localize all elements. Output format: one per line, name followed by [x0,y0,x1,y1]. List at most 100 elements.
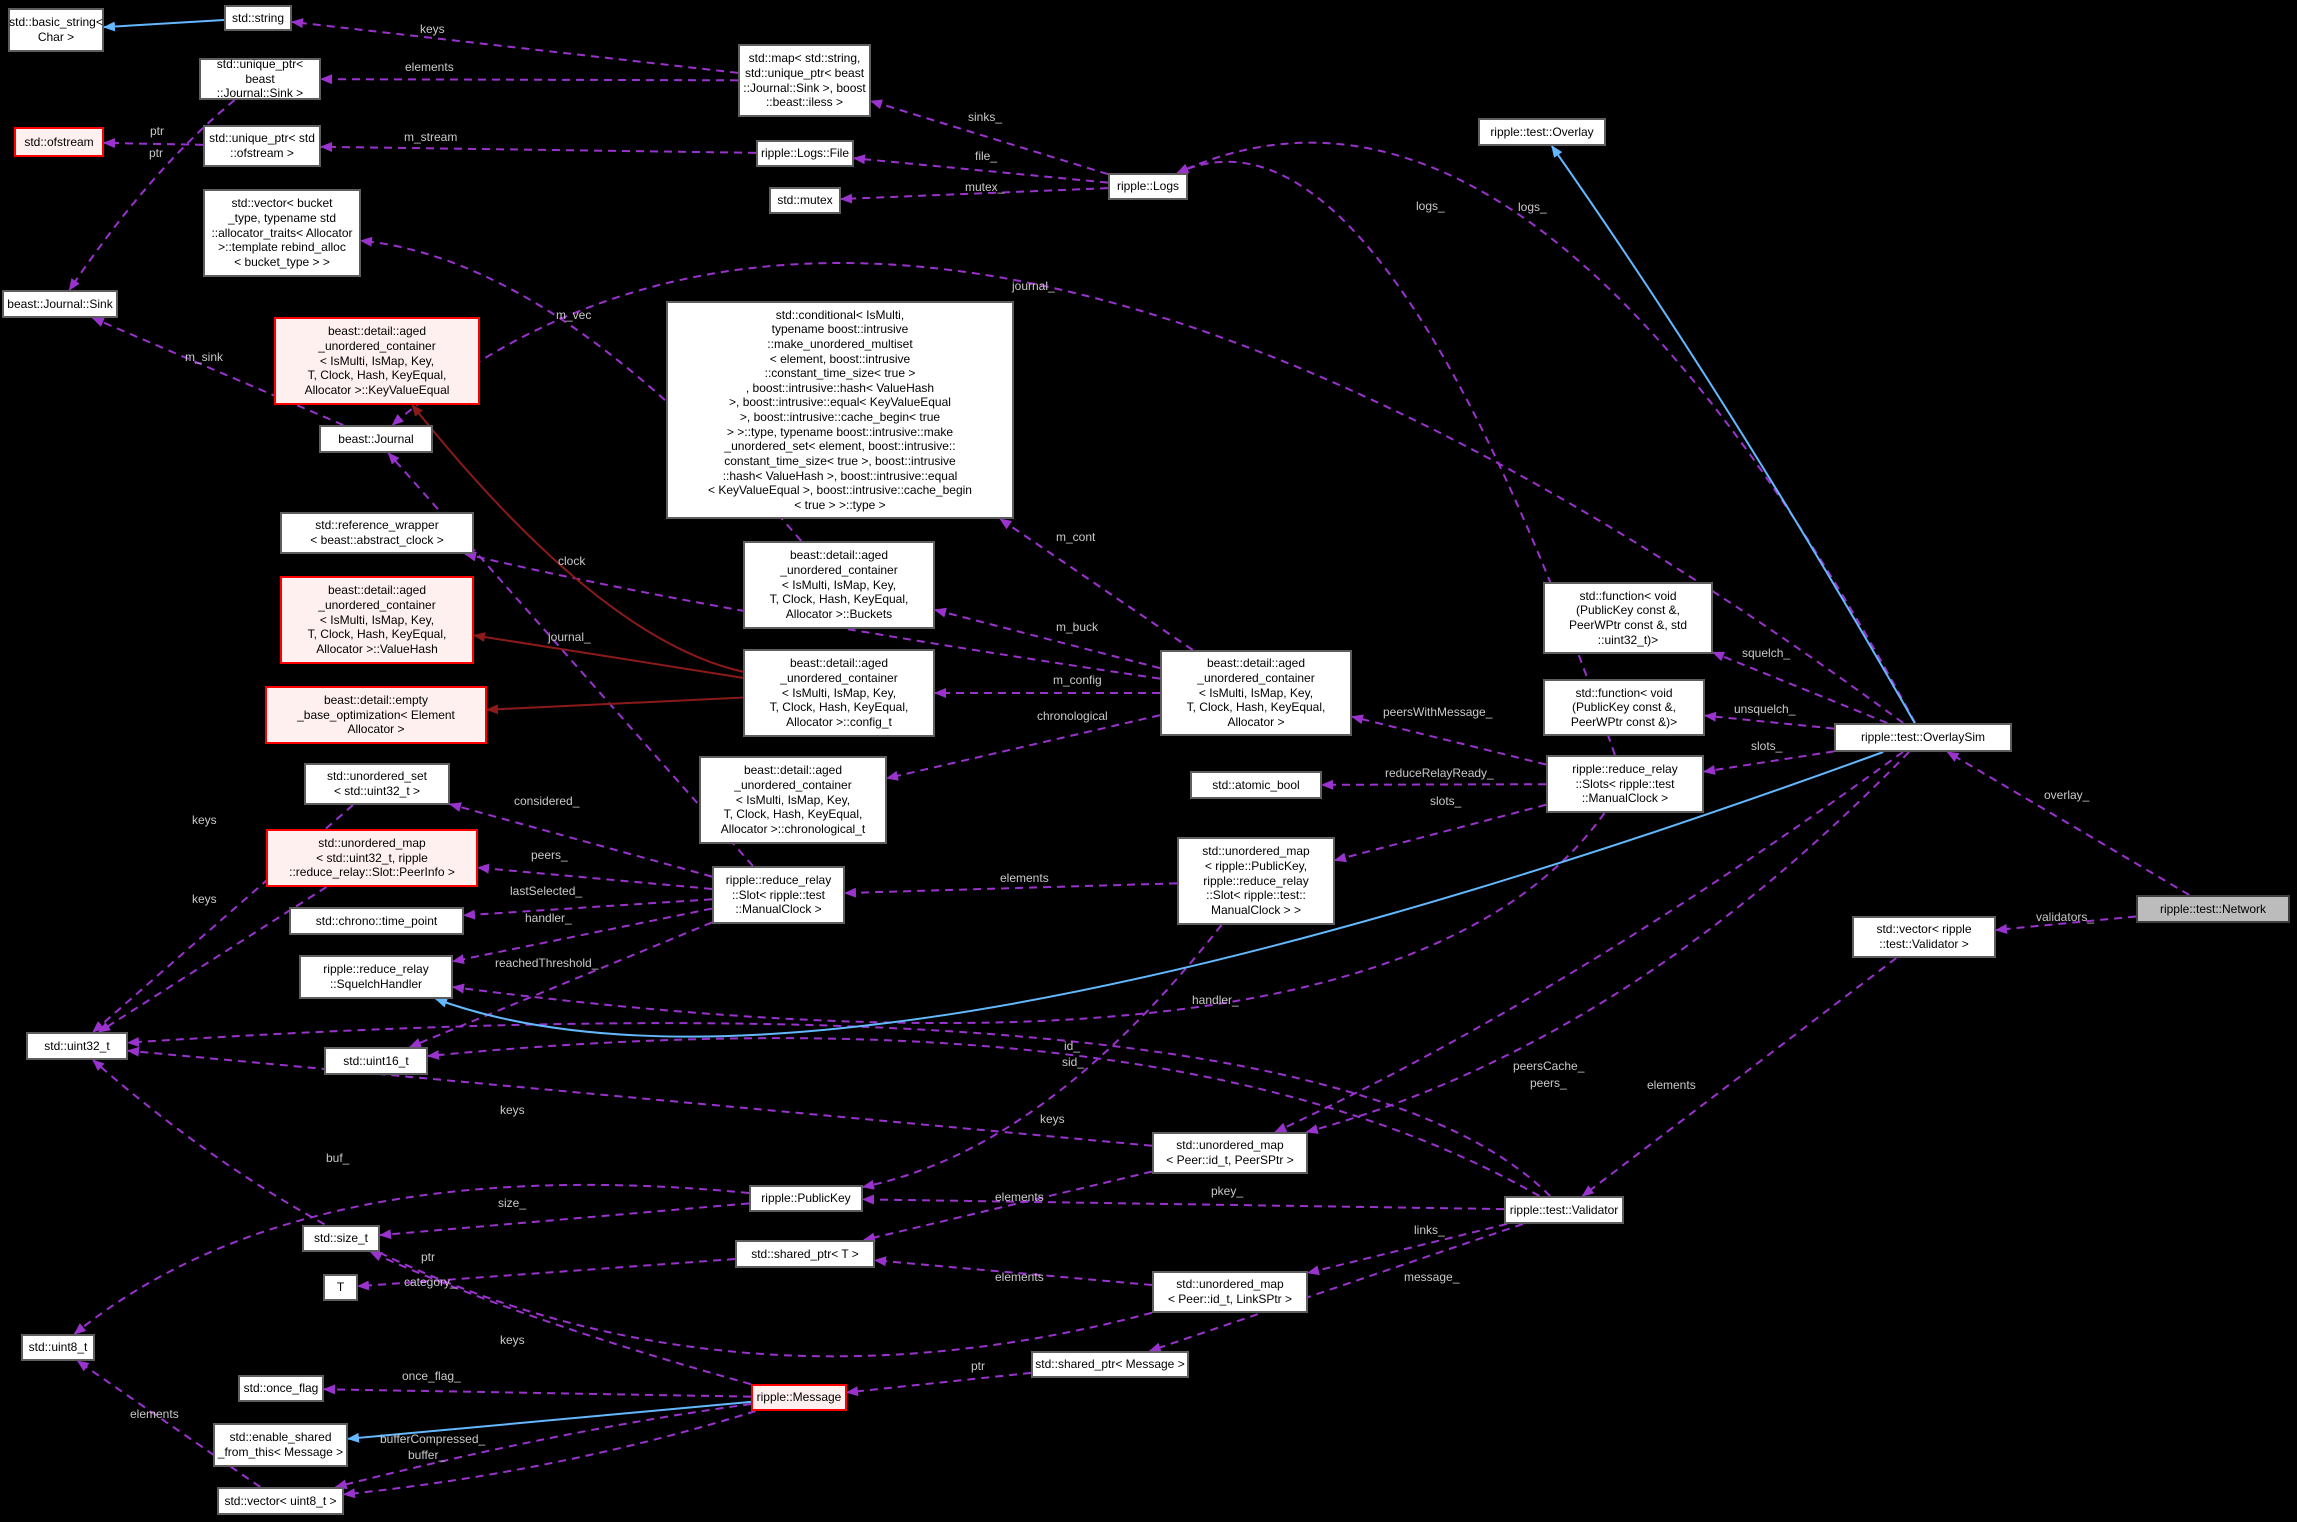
edge-slots-logs [1176,160,1616,756]
node-logs-file[interactable]: ripple::Logs::File [756,140,854,167]
node-uset-uint32[interactable]: std::unordered_set < std::uint32_t > [304,763,450,805]
edge-overlaysim-logs [1176,141,1917,724]
node-mutex[interactable]: std::mutex [769,187,841,214]
node-atomic-bool[interactable]: std::atomic_bool [1190,771,1322,799]
edge-label-sid: sid_ [1062,1055,1085,1069]
node-umap-publickey-slot[interactable]: std::unordered_map < ripple::PublicKey, … [1177,837,1335,925]
node-network[interactable]: ripple::test::Network [2136,895,2290,923]
node-conditional-multiset[interactable]: std::conditional< IsMulti, typename boos… [666,301,1014,519]
node-overlay[interactable]: ripple::test::Overlay [1478,118,1606,146]
node-reference-wrapper-clock[interactable]: std::reference_wrapper < beast::abstract… [280,512,474,554]
node-shared-ptr-message[interactable]: std::shared_ptr< Message > [1031,1351,1189,1378]
node-umap-uint32-peerinfo[interactable]: std::unordered_map < std::uint32_t, ripp… [266,829,478,887]
node-publickey[interactable]: ripple::PublicKey [749,1185,863,1212]
edge-label-chronological: chronological [1037,709,1108,723]
edge-overlaysim-function-squelch [1712,651,1888,724]
node-uptr-journal-sink[interactable]: std::unique_ptr< beast ::Journal::Sink > [199,57,321,100]
edge-label-elements: elements [130,1407,179,1421]
edge-label-ptr: ptr [421,1250,436,1264]
edge-slots-aged-container [1351,714,1547,766]
edge-validator-uint16-t [427,1037,1540,1197]
node-shared-ptr-t[interactable]: std::shared_ptr< T > [735,1240,875,1268]
node-t[interactable]: T [323,1274,358,1301]
node-journal[interactable]: beast::Journal [319,425,433,453]
node-once-flag[interactable]: std::once_flag [238,1375,324,1402]
edge-label-elements: elements [995,1190,1044,1204]
node-ofstream[interactable]: std::ofstream [14,127,104,157]
node-slots[interactable]: ripple::reduce_relay ::Slots< ripple::te… [1546,755,1704,813]
edge-label-category: category_ [404,1275,457,1289]
edge-shared-ptr-t-t [357,1258,736,1291]
node-aged-buckets[interactable]: beast::detail::aged _unordered_container… [743,541,935,629]
edge-aged-container-conditional-multiset [999,518,1194,651]
edge-uptr-journal-sink-journal-sink [68,99,236,291]
node-aged-container[interactable]: beast::detail::aged _unordered_container… [1160,650,1352,736]
node-aged-keyvalueequal[interactable]: beast::detail::aged _unordered_container… [274,317,480,405]
node-uptr-ofstream[interactable]: std::unique_ptr< std ::ofstream > [203,125,321,167]
edge-label-peers: peers_ [531,848,568,862]
edge-label-logs: logs_ [1518,200,1547,214]
edge-map-sinks-string [291,18,739,74]
edge-label-size: size_ [498,1196,527,1210]
node-validator[interactable]: ripple::test::Validator [1504,1196,1624,1224]
node-umap-peer-linksptr[interactable]: std::unordered_map < Peer::id_t, LinkSPt… [1152,1271,1308,1313]
node-aged-config-t[interactable]: beast::detail::aged _unordered_container… [743,649,935,737]
node-overlaysim[interactable]: ripple::test::OverlaySim [1834,723,2012,752]
edge-label-considered: considered_ [514,794,580,808]
node-logs[interactable]: ripple::Logs [1108,173,1188,200]
edge-label-keys: keys [1040,1112,1065,1126]
node-uint32-t[interactable]: std::uint32_t [26,1032,128,1060]
node-size-t[interactable]: std::size_t [302,1225,380,1252]
node-vector-uint8[interactable]: std::vector< uint8_t > [217,1487,344,1515]
node-map-sinks[interactable]: std::map< std::string, std::unique_ptr< … [738,44,871,117]
node-vector-validator[interactable]: std::vector< ripple ::test::Validator > [1852,916,1996,958]
edge-slots-umap-publickey-slot [1334,803,1547,863]
edge-validator-uint32-t [127,1022,1551,1197]
node-vector-bucket[interactable]: std::vector< bucket _type, typename std … [203,189,361,277]
edge-overlaysim-journal [391,261,1904,724]
edge-umap-peer-peersptr-uint32-t [127,1046,1153,1147]
edge-label-buffer: buffer_ [408,1448,446,1462]
node-aged-valuehash[interactable]: beast::detail::aged _unordered_container… [280,576,474,664]
node-aged-chronological-t[interactable]: beast::detail::aged _unordered_container… [699,756,887,844]
node-squelch-handler[interactable]: ripple::reduce_relay ::SquelchHandler [299,955,453,999]
node-chrono-time-point[interactable]: std::chrono::time_point [289,907,464,935]
edge-vector-validator-validator [1581,957,1897,1197]
edge-label-lastselected: lastSelected_ [510,884,583,898]
edge-validator-umap-peer-linksptr [1307,1223,1508,1276]
node-empty-base-optimization[interactable]: beast::detail::empty _base_optimization<… [265,686,487,744]
node-journal-sink[interactable]: beast::Journal::Sink [2,290,118,318]
edge-label-peers: peers_ [1530,1076,1567,1090]
edge-network-overlaysim [1946,751,2190,896]
edge-message-once-flag [323,1384,752,1398]
edge-label-keys: keys [192,813,217,827]
node-uint8-t[interactable]: std::uint8_t [21,1334,95,1361]
node-umap-peer-peersptr[interactable]: std::unordered_map < Peer::id_t, PeerSPt… [1152,1132,1308,1174]
edge-logs-logs-file [853,154,1109,184]
edge-label-links: links_ [1414,1223,1445,1237]
edge-label-journal: journal_ [548,630,591,644]
edge-label-squelch: squelch_ [1742,646,1791,660]
edge-overlaysim-function-unsquelch [1704,711,1835,730]
node-string[interactable]: std::string [224,5,292,31]
node-function-squelch[interactable]: std::function< void (PublicKey const &, … [1543,582,1713,654]
edge-aged-container-aged-chronological-t [886,714,1161,781]
node-slot[interactable]: ripple::reduce_relay ::Slot< ripple::tes… [712,866,845,924]
edge-label-message: message_ [1404,1270,1460,1284]
node-basic-string[interactable]: std::basic_string< Char > [8,8,104,52]
edge-label-elements: elements [1647,1078,1696,1092]
edge-label-handler: handler_ [1192,993,1239,1007]
node-function-unsquelch[interactable]: std::function< void (PublicKey const &, … [1543,679,1705,736]
edge-label-once-flag: once_flag_ [402,1369,461,1383]
edge-label-journal: journal_ [1012,279,1055,293]
edge-label-keys: keys [420,22,445,36]
edge-label-m-config: m_config [1053,673,1102,687]
node-uint16-t[interactable]: std::uint16_t [324,1047,428,1075]
edge-aged-container-aged-buckets [934,607,1161,670]
edge-message-enable-shared-from-this [347,1400,752,1443]
edge-label-keys: keys [192,892,217,906]
edge-overlaysim-squelch-handler [434,751,1884,1038]
node-message[interactable]: ripple::Message [751,1384,847,1411]
edge-label-elements: elements [995,1270,1044,1284]
node-enable-shared-from-this[interactable]: std::enable_shared _from_this< Message > [213,1423,348,1467]
